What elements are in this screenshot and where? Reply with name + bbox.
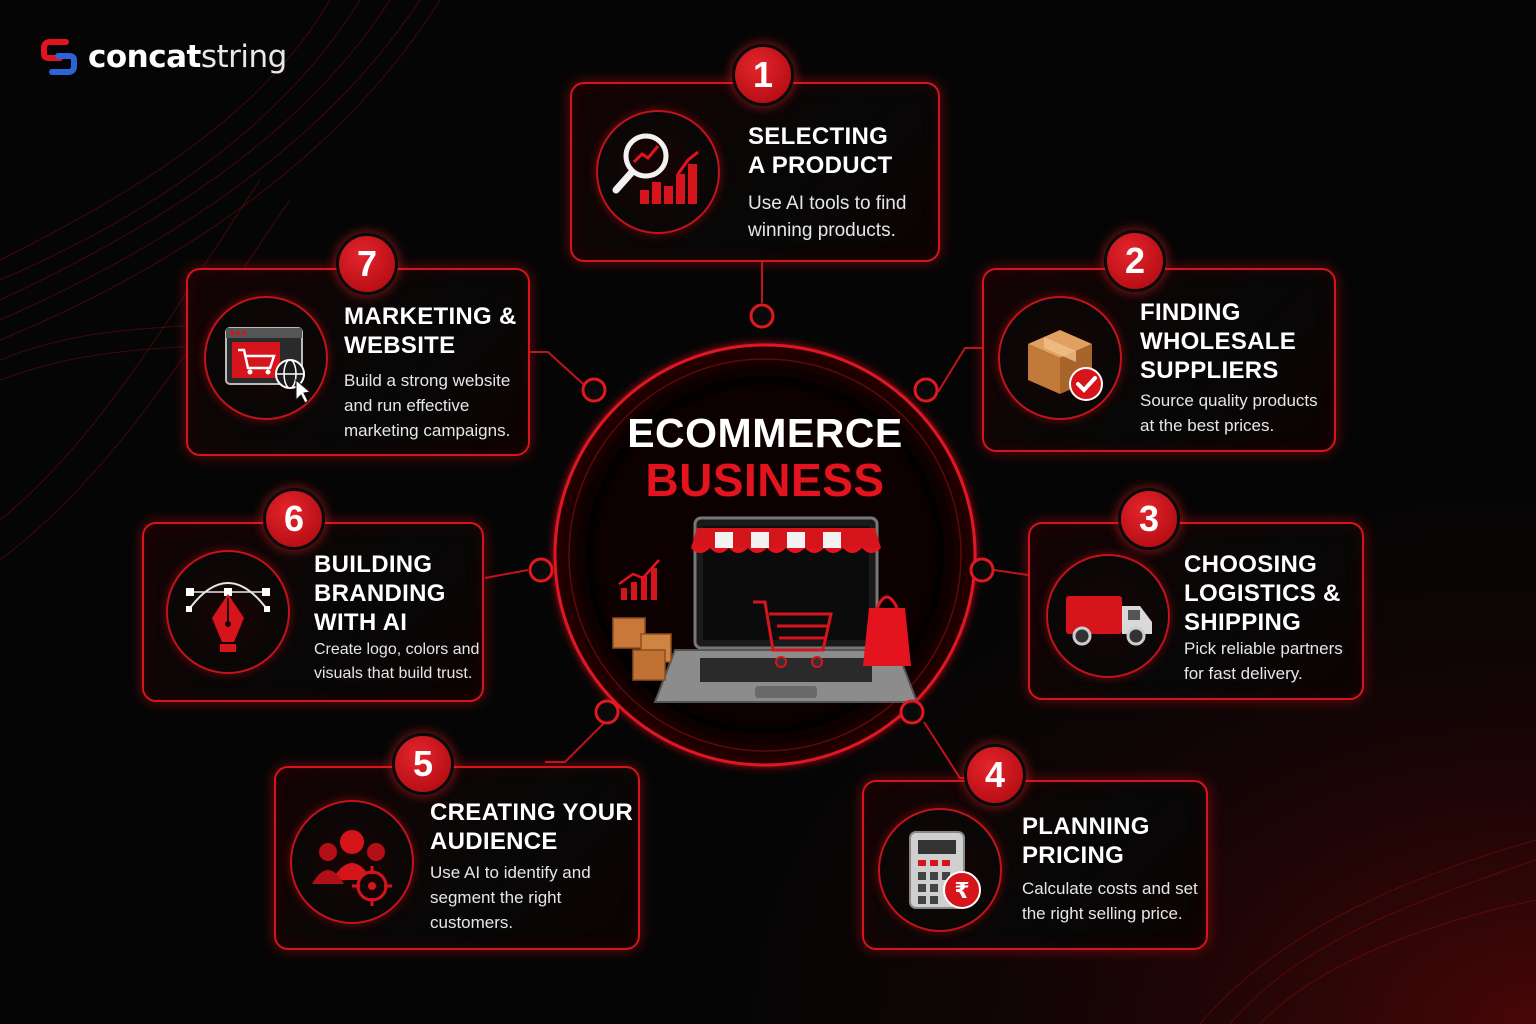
step-7-icon-circle (204, 296, 328, 420)
step-4-number-badge: 4 (964, 744, 1026, 806)
step-5-description: Use AI to identify and segment the right… (430, 863, 591, 932)
audience-target-icon (312, 830, 392, 906)
step-6-number-badge: 6 (263, 488, 325, 550)
pen-tool-icon (186, 582, 270, 652)
step-7-title: MARKETING & WEBSITE (344, 303, 517, 359)
step-2-number-badge: 2 (1104, 230, 1166, 292)
supplier-box-icon (1028, 330, 1103, 401)
step-card-5[interactable]: CREATING YOUR AUDIENCE Use AI to identif… (274, 766, 640, 950)
step-card-4[interactable]: ₹ PLANNING PRICING Calculate costs and s… (862, 780, 1208, 950)
delivery-truck-icon (1066, 596, 1152, 646)
central-hub: ECOMMERCE BUSINESS (545, 335, 985, 775)
step-5-title: CREATING YOUR AUDIENCE (430, 799, 634, 855)
step-card-1[interactable]: SELECTING A PRODUCT Use AI tools to find… (570, 82, 940, 262)
step-2-icon-circle (998, 296, 1122, 420)
step-card-3[interactable]: CHOOSING LOGISTICS & SHIPPING Pick relia… (1028, 522, 1364, 700)
concatstring-logo-icon (41, 39, 77, 75)
brand-logo[interactable]: concatstring (40, 38, 287, 76)
step-6-icon-circle (166, 550, 290, 674)
step-card-2[interactable]: FINDING WHOLESALE SUPPLIERS Source quali… (982, 268, 1336, 452)
brand-name-light: string (200, 39, 288, 75)
step-3-description: Pick reliable partners for fast delivery… (1184, 639, 1343, 683)
step-3-title: CHOOSING LOGISTICS & SHIPPING (1184, 551, 1341, 636)
step-1-title: SELECTING A PRODUCT (748, 123, 893, 179)
hub-title-line2: BUSINESS (645, 454, 885, 506)
brand-name-bold: concat (88, 39, 201, 75)
step-1-icon-circle (596, 110, 720, 234)
step-1-number-badge: 1 (732, 44, 794, 106)
step-6-title: BUILDING BRANDING WITH AI (314, 551, 446, 636)
step-4-description: Calculate costs and set the right sellin… (1022, 879, 1198, 923)
step-6-description: Create logo, colors and visuals that bui… (314, 641, 480, 682)
hub-title-line1: ECOMMERCE (627, 410, 903, 456)
step-4-icon-circle: ₹ (878, 808, 1002, 932)
step-5-icon-circle (290, 800, 414, 924)
brand-name: concatstring (88, 39, 287, 75)
step-4-title: PLANNING PRICING (1022, 813, 1150, 869)
step-7-number-badge: 7 (336, 233, 398, 295)
step-7-description: Build a strong website and run effective… (344, 371, 511, 440)
step-5-number-badge: 5 (392, 733, 454, 795)
step-2-title: FINDING WHOLESALE SUPPLIERS (1140, 299, 1297, 384)
step-1-description: Use AI tools to find winning products. (748, 193, 907, 241)
product-research-icon (612, 133, 699, 204)
step-card-6[interactable]: BUILDING BRANDING WITH AI Create logo, c… (142, 522, 484, 702)
step-card-7[interactable]: MARKETING & WEBSITE Build a strong websi… (186, 268, 530, 456)
svg-text:₹: ₹ (954, 879, 969, 904)
laptop-store-illustration (612, 516, 919, 703)
website-cart-icon (225, 327, 312, 404)
step-2-description: Source quality products at the best pric… (1140, 391, 1318, 435)
step-3-number-badge: 3 (1118, 488, 1180, 550)
step-3-icon-circle (1046, 554, 1170, 678)
calculator-rupee-icon: ₹ (909, 831, 981, 909)
